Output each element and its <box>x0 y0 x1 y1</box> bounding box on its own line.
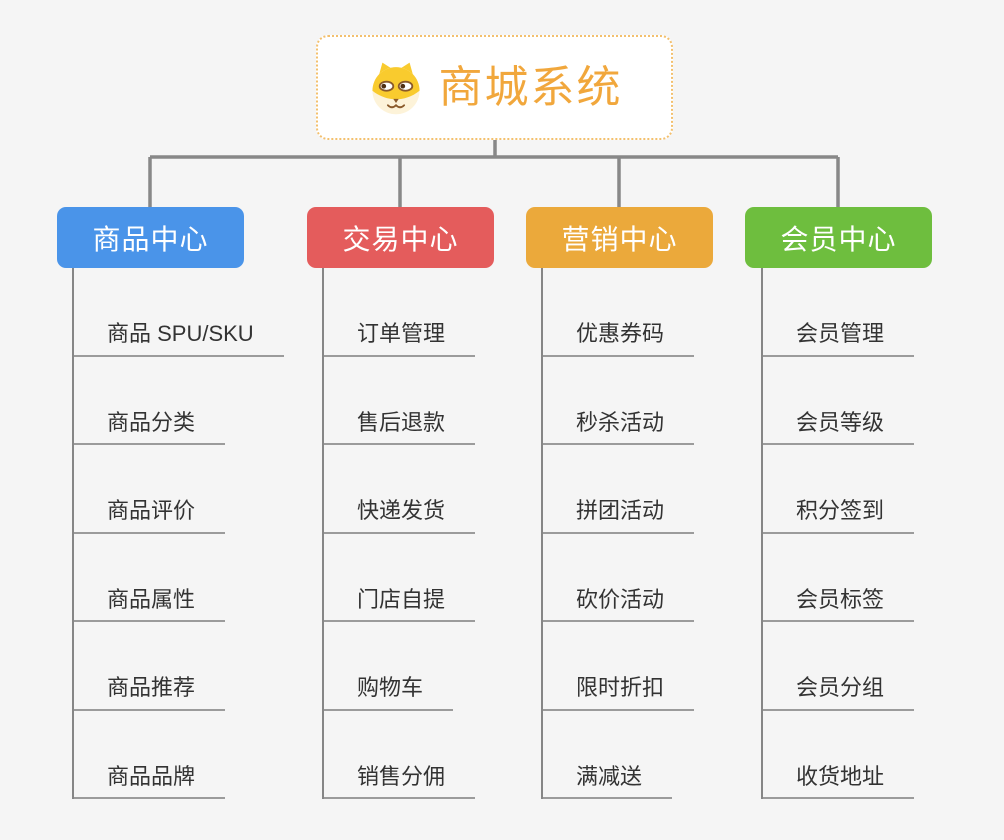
tree-item[interactable]: 商品评价 <box>74 445 284 534</box>
tree-item-label: 会员管理 <box>763 321 915 357</box>
tree-item-label: 商品品牌 <box>74 764 226 799</box>
branch-node-product-center[interactable]: 商品中心 <box>57 207 244 268</box>
branch-node-marketing-center[interactable]: 营销中心 <box>526 207 713 268</box>
tree-item-label: 拼团活动 <box>543 498 695 534</box>
tree-item-label: 商品 SPU/SKU <box>74 321 284 357</box>
tree-item[interactable]: 售后退款 <box>324 357 476 445</box>
tree-item-label: 秒杀活动 <box>543 410 695 445</box>
tree-item[interactable]: 满减送 <box>543 711 694 799</box>
tree-item-label: 销售分佣 <box>324 764 476 799</box>
tree-item-label: 商品推荐 <box>74 675 226 711</box>
tree-item-label: 限时折扣 <box>543 675 695 711</box>
tree-item-label: 商品评价 <box>74 498 226 534</box>
tree-item[interactable]: 限时折扣 <box>543 622 695 711</box>
tree-item[interactable]: 积分签到 <box>763 445 915 534</box>
tree-item-label: 会员分组 <box>763 675 915 711</box>
tree-item[interactable]: 秒杀活动 <box>543 357 695 445</box>
branch-label: 交易中心 <box>342 223 459 255</box>
branch-children-product-center: 商品 SPU/SKU 商品分类 商品评价 商品属性 商品推荐 商品品牌 <box>72 268 284 799</box>
branch-children-marketing-center: 优惠券码 秒杀活动 拼团活动 砍价活动 限时折扣 满减送 <box>541 268 695 799</box>
branch-node-member-center[interactable]: 会员中心 <box>745 207 932 268</box>
tree-item-label: 商品分类 <box>74 410 226 445</box>
dog-face-icon <box>367 58 425 118</box>
tree-item[interactable]: 优惠券码 <box>543 268 695 357</box>
tree-item-label: 快递发货 <box>324 498 476 534</box>
tree-item-label: 积分签到 <box>763 498 915 534</box>
tree-item[interactable]: 快递发货 <box>324 445 476 534</box>
tree-item[interactable]: 会员分组 <box>763 622 915 711</box>
tree-item-label: 满减送 <box>543 764 673 799</box>
tree-item-label: 砍价活动 <box>543 587 695 622</box>
tree-item-label: 订单管理 <box>324 321 476 357</box>
tree-item[interactable]: 商品品牌 <box>74 711 284 799</box>
tree-item[interactable]: 商品推荐 <box>74 622 284 711</box>
tree-item[interactable]: 购物车 <box>324 622 475 711</box>
tree-item[interactable]: 门店自提 <box>324 534 476 622</box>
tree-item-label: 会员标签 <box>763 587 915 622</box>
tree-item[interactable]: 订单管理 <box>324 268 476 357</box>
tree-item[interactable]: 会员管理 <box>763 268 915 357</box>
tree-item-label: 商品属性 <box>74 587 226 622</box>
tree-item[interactable]: 砍价活动 <box>543 534 695 622</box>
branch-label: 营销中心 <box>561 223 678 255</box>
tree-item-label: 会员等级 <box>763 410 915 445</box>
tree-item-label: 优惠券码 <box>543 321 695 357</box>
root-node[interactable]: 商城系统 <box>316 35 673 140</box>
tree-item[interactable]: 会员标签 <box>763 534 915 622</box>
tree-item[interactable]: 收货地址 <box>763 711 915 799</box>
tree-item-label: 售后退款 <box>324 410 476 445</box>
tree-item[interactable]: 商品分类 <box>74 357 284 445</box>
tree-item-label: 收货地址 <box>763 764 915 799</box>
tree-item[interactable]: 会员等级 <box>763 357 915 445</box>
tree-item[interactable]: 商品 SPU/SKU <box>74 268 284 357</box>
branch-node-trade-center[interactable]: 交易中心 <box>307 207 494 268</box>
tree-item[interactable]: 销售分佣 <box>324 711 476 799</box>
tree-item[interactable]: 商品属性 <box>74 534 284 622</box>
branch-children-trade-center: 订单管理 售后退款 快递发货 门店自提 购物车 销售分佣 <box>322 268 476 799</box>
branch-label: 会员中心 <box>780 223 897 255</box>
root-title: 商城系统 <box>438 62 623 112</box>
branch-children-member-center: 会员管理 会员等级 积分签到 会员标签 会员分组 收货地址 <box>761 268 915 799</box>
branch-label: 商品中心 <box>92 223 209 255</box>
tree-item[interactable]: 拼团活动 <box>543 445 695 534</box>
tree-item-label: 门店自提 <box>324 587 476 622</box>
tree-item-label: 购物车 <box>324 675 454 711</box>
